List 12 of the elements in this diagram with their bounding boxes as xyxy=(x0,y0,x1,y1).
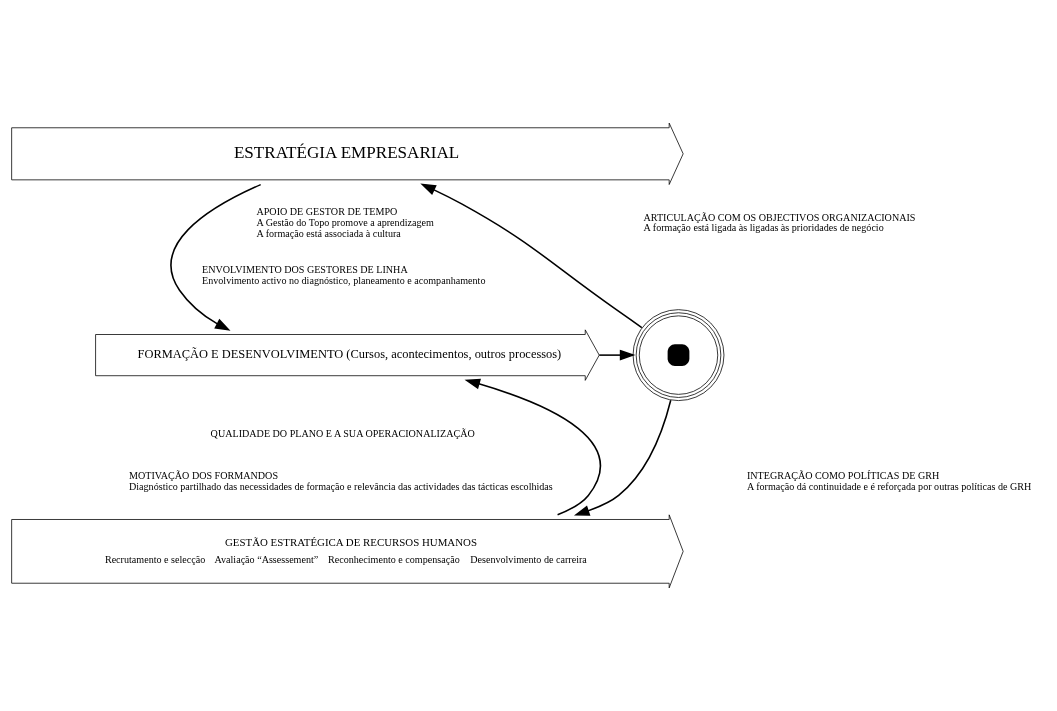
label: Envolvimento activo no diagnóstico, planeamento e acompanhamento xyxy=(202,275,486,287)
label: ARTICULAÇÃO COM OS OBJECTIVOS ORGANIZACIONAIS xyxy=(643,211,916,223)
label: A formação dá continuidade e é reforçada por outras políticas de GRH xyxy=(746,480,1032,492)
label: A Gestão do Topo promove a aprendizagem xyxy=(256,217,434,229)
label: QUALIDADE DO PLANO E A SUA OPERACIONALIZAÇÃO xyxy=(210,427,475,439)
label: ENVOLVIMENTO DOS GESTORES DE LINHA xyxy=(202,264,408,276)
label: A formação está associada à cultura xyxy=(256,227,401,239)
label: Diagnóstico partilhado das necessidades de formação e relevância das actividades das tácticas escolhidas xyxy=(129,480,553,492)
label: MOTIVAÇÃO DOS FORMANDOS xyxy=(129,469,279,481)
label: INTEGRAÇÃO COMO POLÍTICAS DE GRH xyxy=(746,469,940,481)
label: A formação está ligada às ligadas às prioridades de negócio xyxy=(643,222,884,234)
label: APOIO DE GESTOR DE TEMPO xyxy=(256,206,398,218)
